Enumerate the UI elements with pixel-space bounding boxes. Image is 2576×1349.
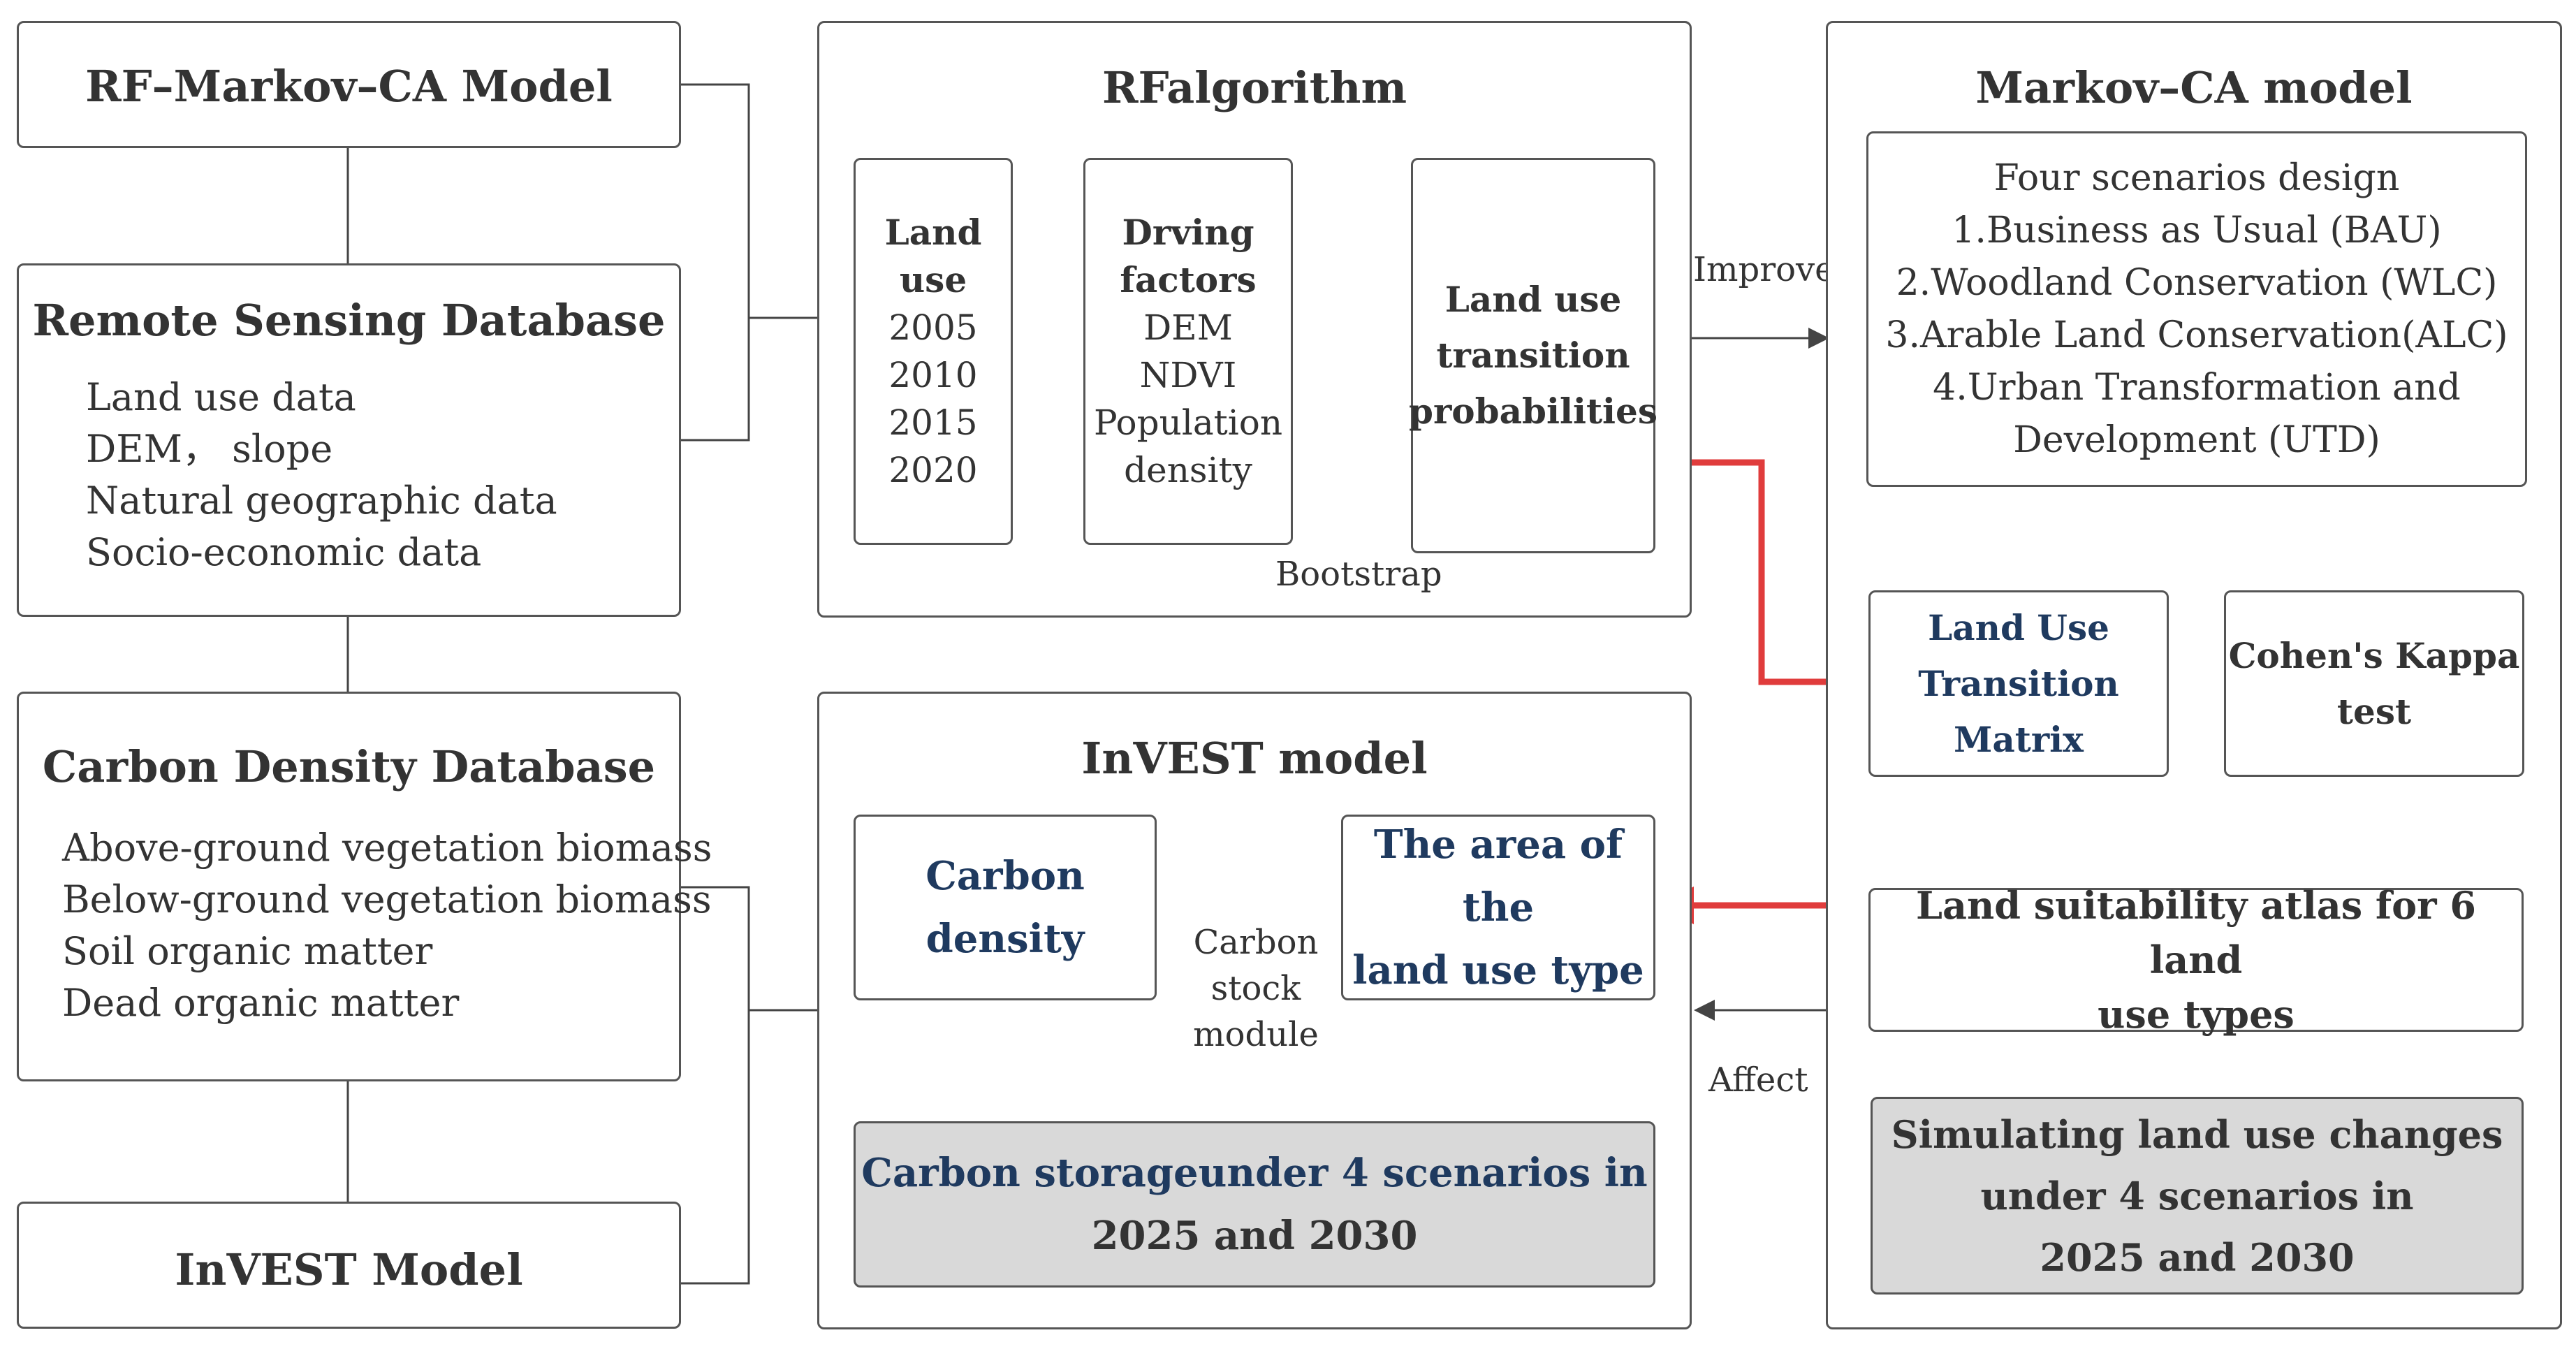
module-line: stock [1210,969,1301,1008]
suitability-line: use types [2098,992,2295,1037]
scenario-line: Development (UTD) [2013,418,2380,461]
matrix-line: Matrix [1954,718,2084,760]
list-item: Socio-economic data [86,530,482,574]
affect-label: Affect [1708,1060,1808,1100]
remote-sensing-title: Remote Sensing Database [32,295,666,346]
driving-factors-box: Drving factors DEM NDVI Population densi… [1083,158,1293,545]
carbon-density-line: Carbon [925,853,1085,899]
area-line: The area of the [1373,822,1623,931]
bracket-to-rf [681,83,750,442]
factor-item: DEM [1143,307,1233,348]
factor-item: Population [1093,402,1283,443]
scenarios-box: Four scenarios design 1.Business as Usua… [1866,131,2527,487]
improve-label: Improve [1693,250,1835,289]
kappa-line: test [2336,690,2412,732]
transition-prob-line: transition [1436,335,1630,376]
scenario-line: 2.Woodland Conservation (WLC) [1896,261,2498,304]
simulating-line: under 4 scenarios in [1980,1173,2414,1218]
module-line: module [1193,1015,1319,1054]
list-item: Above-ground vegetation biomass [62,826,712,870]
storage-line: 2025 and 2030 [1091,1213,1418,1259]
kappa-line: Cohen's Kappa [2228,634,2520,676]
markov-ca-title: Markov–CA model [1975,62,2413,113]
area-line: land use type [1352,947,1644,993]
carbon-density-box: Carbon density [854,815,1157,1000]
scenario-line: 1.Business as Usual (BAU) [1952,209,2442,251]
list-item: Below-ground vegetation biomass [62,877,712,921]
year-item: 2005 [888,307,978,348]
invest-model-title: InVEST model [1081,733,1428,784]
factor-item: density [1124,450,1252,490]
invest-model-left-title: InVEST Model [175,1244,523,1295]
list-item: Soil organic matter [62,929,433,973]
list-item: Dead organic matter [62,981,460,1025]
year-item: 2020 [888,450,978,490]
list-item: Natural geographic data [86,479,557,523]
simulating-box: Simulating land use changes under 4 scen… [1871,1097,2524,1295]
list-item: Land use data [86,375,356,419]
carbon-stock-module-label: Carbon stock module [1180,919,1331,1058]
carbon-density-line: density [925,916,1085,962]
kappa-test-box: Cohen's Kappa test [2224,590,2524,777]
land-use-years-box: Land use 2005 2010 2015 2020 [854,158,1013,545]
simulating-line: Simulating land use changes [1891,1111,2503,1157]
list-item: DEM， slope [86,427,333,471]
year-item: 2015 [888,402,978,443]
land-use-area-box: The area of the land use type [1341,815,1655,1000]
year-item: 2010 [888,355,978,395]
scenario-line: Four scenarios design [1993,156,2400,199]
land-use-label-1: Land [884,212,982,253]
transition-matrix-box: Land Use Transition Matrix [1868,590,2169,777]
transition-probabilities-box: Land use transition probabilities [1409,158,1658,553]
simulating-line: 2025 and 2030 [2040,1234,2355,1280]
carbon-storage-box: Carbon storageunder 4 scenarios in 2025 … [854,1121,1655,1288]
driving-label-2: factors [1120,259,1257,300]
bracket-to-invest [681,886,750,1285]
module-line: Carbon [1193,923,1319,962]
scenario-line: 4.Urban Transformation and [1933,366,2461,409]
scenario-line: 3.Arable Land Conservation(ALC) [1885,314,2508,356]
rf-markov-ca-title: RF–Markov–CA Model [85,61,613,112]
rf-markov-ca-box: RF–Markov–CA Model [17,21,681,148]
suitability-line: Land suitability atlas for 6 land [1915,883,2476,982]
factor-item: NDVI [1139,355,1237,395]
carbon-density-db-title: Carbon Density Database [42,741,656,792]
bootstrap-label: Bootstrap [1275,555,1442,594]
rf-algorithm-title: RFalgorithm [1102,62,1407,113]
matrix-line: Transition [1918,662,2119,704]
driving-label-1: Drving [1122,212,1254,253]
red-arrow-to-matrix [1655,459,1873,701]
transition-prob-line: probabilities [1409,391,1658,432]
storage-line: Carbon storageunder 4 scenarios in [861,1150,1648,1196]
suitability-atlas-box: Land suitability atlas for 6 land use ty… [1868,883,2524,1037]
invest-model-left-box: InVEST Model [17,1202,681,1329]
remote-sensing-box: Remote Sensing Database Land use data DE… [17,263,681,617]
carbon-density-db-list: Above-ground vegetation biomass Below-gr… [62,822,712,1029]
remote-sensing-list: Land use data DEM， slope Natural geograp… [86,372,557,578]
carbon-density-db-box: Carbon Density Database Above-ground veg… [17,692,712,1081]
matrix-line: Land Use [1928,606,2109,648]
transition-prob-line: Land use [1444,279,1622,320]
land-use-label-2: use [899,259,967,300]
